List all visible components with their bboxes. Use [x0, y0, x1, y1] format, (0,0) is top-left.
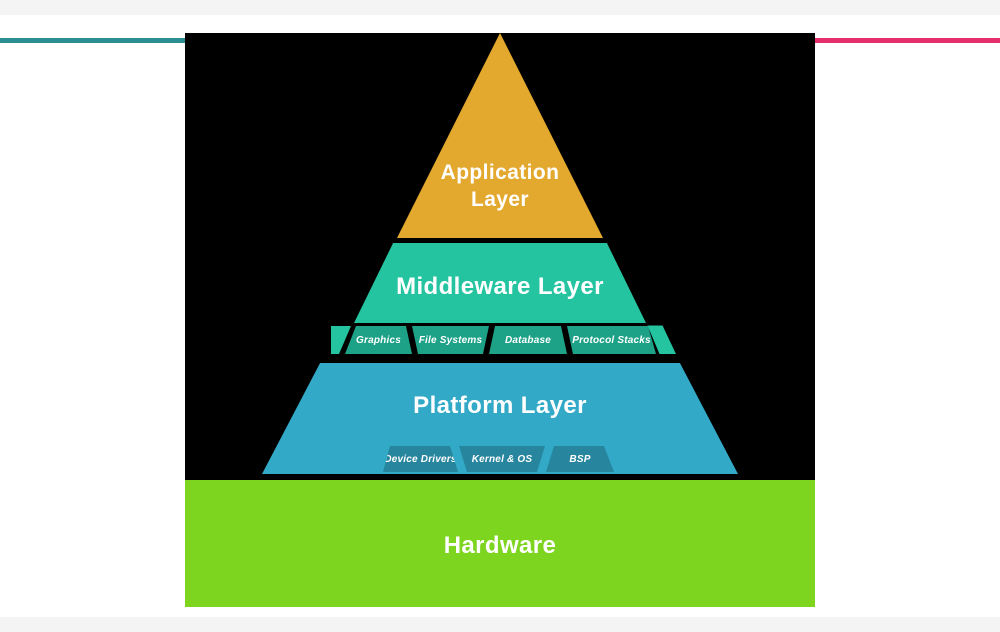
- middleware-item-file-systems-label: File Systems: [418, 334, 483, 346]
- middleware-band: Graphics File Systems Database Protocol …: [330, 325, 677, 354]
- platform-layer-trapezoid: Platform Layer: [262, 363, 738, 474]
- platform-item-device-drivers-label: Device Drivers: [384, 453, 457, 465]
- middleware-item-database: Database: [489, 326, 567, 354]
- middleware-layer-trapezoid: Middleware Layer: [354, 243, 646, 323]
- middleware-item-graphics-label: Graphics: [356, 334, 401, 346]
- platform-layer-label: Platform Layer: [413, 391, 587, 419]
- left-accent-line: [0, 38, 185, 43]
- platform-item-kernel-os-label: Kernel & OS: [471, 453, 533, 465]
- application-layer-label-line1: Application: [440, 161, 560, 184]
- middleware-layer-label: Middleware Layer: [396, 273, 604, 300]
- bottom-frame-strip: [0, 617, 1000, 632]
- middleware-item-graphics: Graphics: [345, 326, 412, 354]
- application-layer-label-line2: Layer: [470, 188, 530, 211]
- platform-item-bsp: BSP: [546, 446, 614, 472]
- diagram-canvas: Application Layer Middleware Layer Graph…: [185, 33, 815, 607]
- middleware-item-protocol-stacks-label: Protocol Stacks: [572, 334, 651, 346]
- hardware-layer-rectangle: Hardware: [185, 480, 815, 607]
- platform-item-bsp-label: BSP: [569, 453, 591, 465]
- hardware-layer-label: Hardware: [443, 532, 557, 559]
- middleware-item-database-label: Database: [504, 334, 552, 346]
- platform-band: Device Drivers Kernel & OS BSP: [380, 446, 620, 472]
- top-frame-strip: [0, 0, 1000, 15]
- platform-item-kernel-os: Kernel & OS: [459, 446, 545, 472]
- middleware-item-protocol-stacks: Protocol Stacks: [567, 326, 656, 354]
- middleware-item-file-systems: File Systems: [412, 326, 489, 354]
- application-layer-label: Application Layer: [397, 159, 603, 213]
- platform-item-device-drivers: Device Drivers: [383, 446, 458, 472]
- right-accent-line: [815, 38, 1000, 43]
